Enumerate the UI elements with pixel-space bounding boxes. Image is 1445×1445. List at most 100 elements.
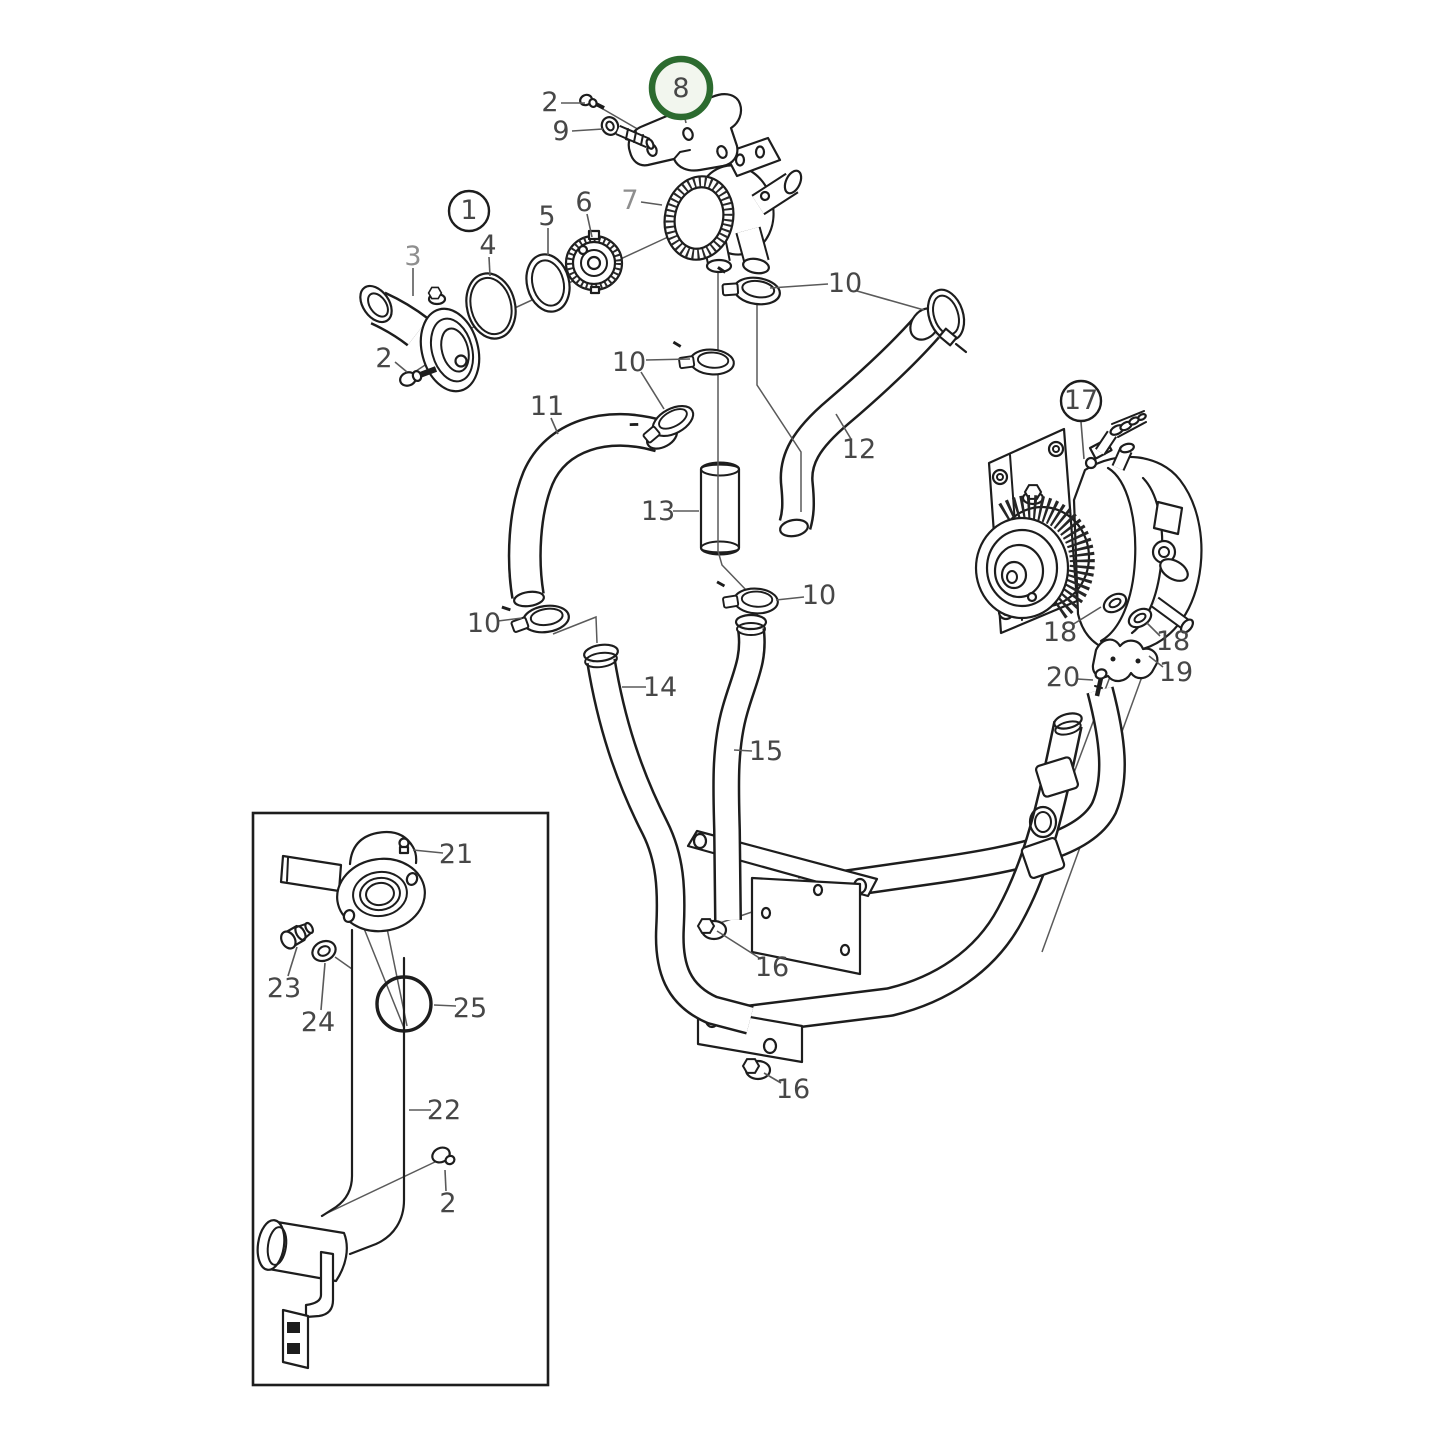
callout-14-17: 14 <box>622 672 677 703</box>
callout-21-26: 21 <box>412 839 473 870</box>
svg-text:23: 23 <box>267 973 301 1004</box>
plug-part23 <box>280 921 315 950</box>
hose-clamps-part10 <box>500 265 968 640</box>
bolt-part16-upper <box>697 918 728 941</box>
hose-part12 <box>778 307 941 538</box>
lower-tube-assembly <box>686 686 1126 1081</box>
pipe-part15 <box>712 613 768 921</box>
o-ring-part4 <box>465 272 517 340</box>
svg-text:19: 19 <box>1159 657 1193 688</box>
svg-text:5: 5 <box>538 201 555 232</box>
callout-13-14: 13 <box>641 496 699 527</box>
housing-top-flange <box>723 136 782 178</box>
callout-12-13: 12 <box>835 413 876 465</box>
callout-2-0: 2 <box>541 87 585 118</box>
callout-circle <box>447 189 491 233</box>
pump-pulley <box>974 495 1095 620</box>
callout-22-30: 22 <box>409 1095 461 1126</box>
pump-hose-barb-fitting <box>1084 410 1147 470</box>
tube-coupler <box>1035 756 1079 798</box>
callout-24-28: 24 <box>301 962 335 1038</box>
svg-text:25: 25 <box>453 993 487 1024</box>
svg-text:12: 12 <box>842 434 876 465</box>
callout-5-6: 5 <box>538 201 556 255</box>
callout-9-1: 9 <box>552 116 604 147</box>
callout-6-5: 6 <box>575 187 593 238</box>
svg-text:9: 9 <box>552 116 569 147</box>
pipe-part22 <box>320 928 406 1256</box>
seals-parts18 <box>1102 592 1153 629</box>
svg-text:10: 10 <box>612 347 646 378</box>
callout-4-7: 4 <box>479 230 497 277</box>
clamp-plate-part19 <box>1091 638 1159 683</box>
svg-text:10: 10 <box>828 268 862 299</box>
svg-text:16: 16 <box>776 1074 810 1105</box>
o-ring-part25 <box>375 975 433 1033</box>
pump-body <box>1072 442 1203 653</box>
svg-text:24: 24 <box>301 1007 335 1038</box>
bolt-part20 <box>1094 668 1108 697</box>
ring-clamp <box>926 288 968 354</box>
o-ring-part5 <box>525 253 571 313</box>
callout-circle <box>1059 379 1103 423</box>
svg-text:20: 20 <box>1046 662 1080 693</box>
callout-10-15: 10 <box>467 608 523 639</box>
thermostat-part6 <box>564 229 624 295</box>
callout-8-2: 8 <box>648 55 714 124</box>
inset-box-border <box>251 811 550 1387</box>
callout-19-24: 19 <box>1148 655 1193 688</box>
bolt-part2-top <box>579 93 605 110</box>
callout-10-11: 10 <box>612 347 691 410</box>
callout-10-10: 10 <box>769 268 925 311</box>
callout-2-31: 2 <box>439 1169 457 1219</box>
bolt-part9 <box>600 116 655 150</box>
svg-text:18: 18 <box>1156 626 1190 657</box>
callout-16-19: 16 <box>716 930 789 983</box>
svg-text:1: 1 <box>460 195 477 226</box>
pipe-bracket-foot <box>281 1250 335 1370</box>
bolt-part2-inset <box>431 1146 456 1166</box>
svg-text:10: 10 <box>802 580 836 611</box>
callout-16-20: 16 <box>763 1072 810 1105</box>
svg-text:2: 2 <box>541 87 558 118</box>
callout-18-23: 18 <box>1146 622 1190 657</box>
svg-text:3: 3 <box>404 241 421 272</box>
callout-7-4: 7 <box>621 185 663 216</box>
callout-23-27: 23 <box>267 946 301 1004</box>
callout-1-3: 1 <box>447 189 491 233</box>
svg-text:4: 4 <box>479 230 496 261</box>
svg-text:13: 13 <box>641 496 675 527</box>
seal-ring-on-tube <box>1028 805 1058 839</box>
svg-text:22: 22 <box>427 1095 461 1126</box>
svg-text:8: 8 <box>672 73 689 104</box>
svg-text:2: 2 <box>439 1188 456 1219</box>
thermostat-housing-part7 <box>663 136 803 275</box>
svg-text:17: 17 <box>1064 385 1098 416</box>
sleeve-part13 <box>699 461 741 556</box>
tube-coupler <box>1020 836 1066 880</box>
svg-text:2: 2 <box>375 343 392 374</box>
callout-2-9: 2 <box>375 343 408 374</box>
housing-clamp-ring <box>663 175 735 261</box>
highlight-circle <box>648 55 714 121</box>
pipe-part14 <box>583 643 754 1035</box>
bolt-part2-left <box>399 366 438 387</box>
callout-17-21: 17 <box>1059 379 1103 460</box>
connector-lines <box>552 272 802 644</box>
callout-11-12: 11 <box>530 391 564 435</box>
support-plate <box>750 876 862 976</box>
svg-text:18: 18 <box>1043 617 1077 648</box>
circulation-pump-part17 <box>974 410 1203 653</box>
bolt-part16-lower <box>742 1058 772 1081</box>
sealing-ring-part24 <box>311 939 337 963</box>
svg-text:15: 15 <box>749 736 783 767</box>
inset-box <box>251 811 550 1387</box>
flanged-fitting-part21-assembly <box>279 830 426 933</box>
callout-20-25: 20 <box>1046 662 1094 693</box>
svg-text:14: 14 <box>643 672 677 703</box>
callout-15-18: 15 <box>733 736 783 767</box>
svg-text:6: 6 <box>575 187 592 218</box>
